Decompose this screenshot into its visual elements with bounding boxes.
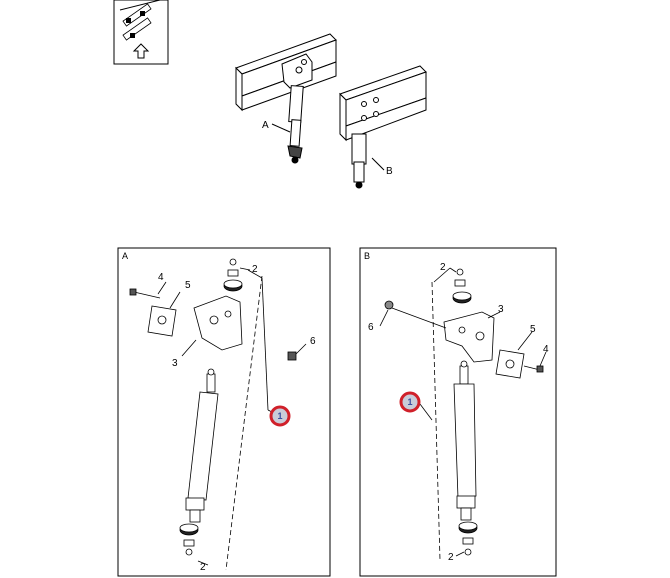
overview-label-b: B — [386, 166, 393, 177]
panel-a-callout-2-bottom: 2 — [200, 562, 206, 573]
panel-b-callout-4: 4 — [543, 344, 549, 355]
panel-b: B — [359, 247, 557, 577]
panel-a-callout-6: 6 — [310, 336, 316, 347]
panel-b-callout-3: 3 — [498, 304, 504, 315]
panel-a-callout-1-highlight: 1 — [269, 405, 291, 427]
panel-b-callout-5: 5 — [530, 324, 536, 335]
panel-a-callout-5: 5 — [185, 280, 191, 291]
panel-b-callout-1-highlight: 1 — [399, 391, 421, 413]
overview-illustration — [235, 33, 427, 189]
panel-b-callout-2-top: 2 — [440, 262, 446, 273]
overview-label-a: A — [262, 120, 269, 131]
panel-b-callout-6: 6 — [368, 322, 374, 333]
panel-a-callout-4: 4 — [158, 272, 164, 283]
panel-a-tag: A — [122, 251, 128, 261]
arrow-up-icon — [132, 43, 150, 59]
panel-a-callout-1: 1 — [277, 411, 282, 421]
panel-b-callout-2-bottom: 2 — [448, 552, 454, 563]
panel-a: A — [117, 247, 331, 577]
panel-b-tag: B — [364, 251, 370, 261]
panel-a-callout-3: 3 — [172, 358, 178, 369]
panel-a-callout-2-top: 2 — [252, 264, 258, 275]
view-orientation-icon — [113, 0, 169, 65]
panel-b-callout-1: 1 — [407, 397, 412, 407]
